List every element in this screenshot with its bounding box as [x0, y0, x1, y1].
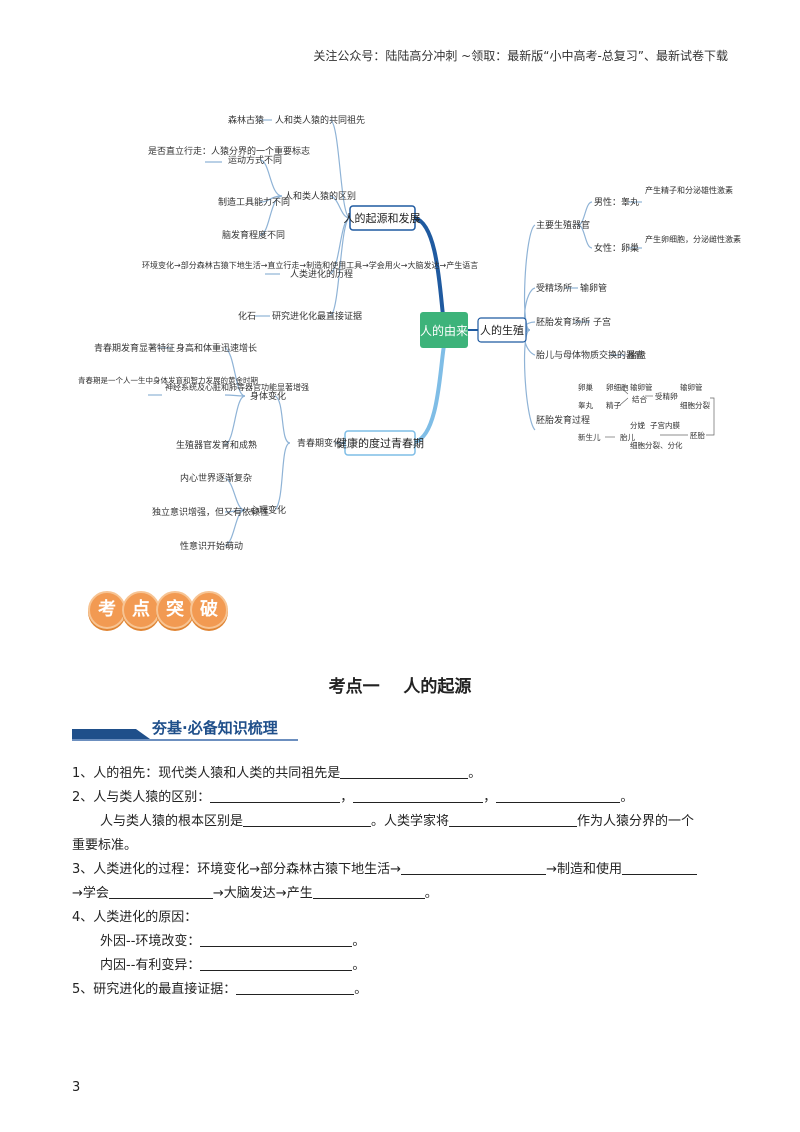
mm-fert: 受精场所 [536, 282, 572, 294]
q4-inner: 内因--有利变异：。 [100, 957, 366, 973]
p-differ: 细胞分裂、分化 [630, 440, 683, 450]
mm-mind2: 独立意识增强，但又有依赖性 [152, 506, 269, 518]
center-node [420, 312, 468, 348]
badge-char-3: 突 [156, 591, 194, 629]
q2-line-b: 人与类人猿的根本区别是。人类学家将作为人猿分界的一个 [100, 813, 695, 829]
mm-process: 胚胎发育过程 [536, 414, 590, 426]
branch-puberty: 健康的度过青春期 [336, 436, 424, 450]
mm-sex: 生殖器官发育和成熟 [176, 439, 257, 451]
mm-body: 身体变化 [250, 390, 286, 402]
q3-line: 3、人类进化的过程：环境变化→部分森林古猿下地生活→→制造和使用 [72, 858, 697, 877]
mm-brain: 脑发育程度不同 [222, 229, 285, 241]
p-combine: 结合 [632, 394, 647, 404]
mind-map-diagram: 人的由来 人的起源和发展 健康的度过青春期 人的生殖 人和类人猿的共同祖先 森林… [78, 114, 741, 552]
mm-evolution-note: 环境变化→部分森林古猿下地生活→直立行走→制造和使用工具→学会用火→大脑发达→产… [142, 260, 478, 270]
center-node-label: 人的由来 [420, 323, 468, 338]
p-newborn: 新生儿 [578, 432, 601, 442]
mm-tool: 制造工具能力不同 [218, 196, 290, 208]
mm-organ: 神经系统及心脏和肺等器官功能显著增强 [165, 382, 309, 392]
mm-walk: 运动方式不同 [228, 154, 282, 166]
q4-outer: 外因--环境改变：。 [100, 933, 366, 949]
mm-common-ancestor: 人和类人猿的共同祖先 [275, 114, 365, 126]
kaodian-tupo-badge: 考 点 突 破 [88, 589, 228, 631]
p-ovary: 卵巢 [578, 382, 593, 392]
mm-evolution: 人类进化的历程 [290, 268, 353, 280]
blank-input[interactable] [200, 957, 353, 971]
q1-line: 1、人的祖先：现代类人猿和人类的共同祖先是。 [72, 765, 482, 781]
sub-header-underline [72, 739, 298, 741]
p-egg: 卵细胞 [606, 382, 629, 392]
mm-exchange-ans: 胎盘 [628, 349, 646, 361]
blank-input[interactable] [236, 981, 355, 995]
badge-char-2: 点 [122, 591, 160, 629]
p-division: 细胞分裂 [680, 400, 710, 410]
mm-puberty-change: 青春期变化 [297, 437, 342, 449]
blank-input[interactable] [210, 789, 341, 803]
mm-exchange: 胎儿与母体物质交换的器官 [536, 349, 644, 361]
sub-header: 夯基·必备知识梳理 [72, 717, 302, 741]
blank-input[interactable] [200, 933, 353, 947]
mm-mind1: 内心世界逐渐复杂 [180, 472, 252, 484]
p-fetus: 胎儿 [620, 432, 635, 442]
q4-line: 4、人类进化的原因： [72, 910, 198, 925]
mm-forest-ape: 森林古猿 [228, 114, 264, 126]
mm-diff: 人和类人猿的区别 [284, 190, 356, 202]
q2-line: 2、人与类人猿的区别：，，。 [72, 789, 634, 805]
mm-fossil: 研究进化化最直接证据 [272, 310, 362, 322]
mm-female-note: 产生卵细胞，分泌雌性激素 [645, 234, 741, 244]
blank-input[interactable] [353, 789, 484, 803]
branch-reproduction: 人的生殖 [480, 323, 524, 337]
page-number: 3 [72, 1080, 81, 1095]
mm-organs: 主要生殖器官 [536, 219, 590, 231]
q3-line-b: →学会→大脑发达→产生。 [72, 885, 438, 901]
mm-organ-note: 青春期是一个人一生中身体发育和智力发展的黄金时期 [78, 375, 258, 385]
badge-char-1: 考 [88, 591, 126, 629]
mm-fert-ans: 输卵管 [580, 282, 607, 294]
blank-input[interactable] [621, 861, 697, 875]
p-deliver: 分娩 [630, 420, 645, 430]
blank-input[interactable] [312, 885, 425, 899]
page-header: 关注公众号：陆陆高分冲刺 ~领取：最新版“小中高考-总复习”、最新试卷下载 [313, 49, 728, 63]
mm-embryo-ans: 子宫 [593, 316, 611, 328]
mm-male: 男性：睾丸 [594, 196, 639, 208]
mm-male-note: 产生精子和分泌雄性激素 [645, 185, 733, 195]
mm-height-note: 青春期发育显著特征 [94, 342, 175, 354]
blank-input[interactable] [449, 813, 578, 827]
branch-origin: 人的起源和发展 [344, 211, 421, 225]
sub-header-bar [72, 729, 150, 739]
q5-line: 5、研究进化的最直接证据：。 [72, 981, 368, 997]
mm-mind: 心理变化 [250, 504, 286, 516]
p-oviduct: 输卵管 [630, 382, 653, 392]
blank-input[interactable] [243, 813, 372, 827]
p-zygote: 受精卵 [655, 391, 678, 401]
blank-input[interactable] [340, 765, 469, 779]
section-title: 考点一 人的起源 [328, 677, 472, 697]
mm-walk-note: 是否直立行走：人猿分界的一个重要标志 [148, 145, 310, 157]
mm-height: 身高和体重迅速增长 [176, 342, 257, 354]
sub-header-text: 夯基·必备知识梳理 [152, 719, 278, 737]
mm-female: 女性：卵巢 [594, 242, 639, 254]
p-uterus: 子宫内膜 [650, 420, 680, 430]
mm-fossil-ans: 化石 [238, 310, 256, 322]
blank-input[interactable] [401, 861, 547, 875]
blank-input[interactable] [108, 885, 213, 899]
mm-embryo: 胚胎发育场所 [536, 316, 590, 328]
p-embryo: 胚胎 [690, 430, 705, 440]
p-testis: 睾丸 [578, 400, 593, 410]
p-oviduct-2: 输卵管 [680, 382, 703, 392]
mm-mind3: 性意识开始萌动 [180, 540, 243, 552]
badge-char-4: 破 [190, 591, 228, 629]
q2-line-c: 重要标准。 [72, 838, 138, 853]
p-sperm: 精子 [606, 400, 621, 410]
blank-input[interactable] [496, 789, 621, 803]
